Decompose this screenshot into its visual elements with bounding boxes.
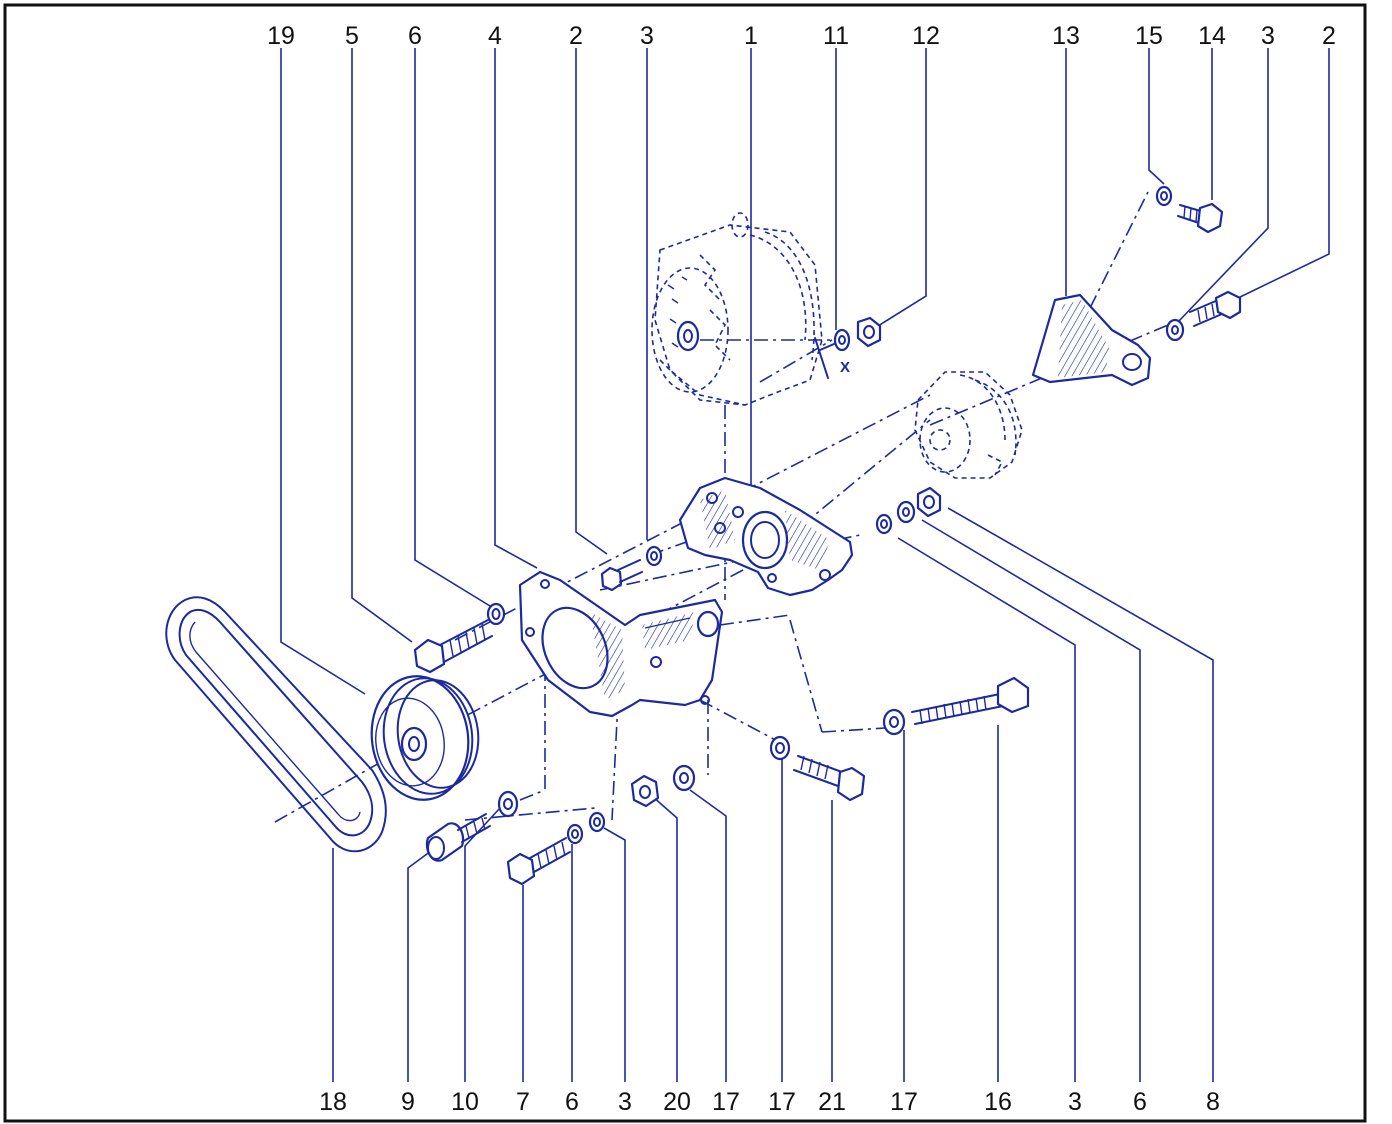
callout-21: 21 [818,1088,846,1116]
diagram-frame [3,3,1367,1123]
washer-6-left [486,602,506,626]
washer-3-right [1165,318,1185,342]
bolt-14 [1177,202,1224,234]
nut-8 [916,486,942,518]
callout-18: 18 [319,1088,347,1116]
callout-2: 2 [569,22,583,50]
nut-20 [630,774,660,808]
mounting-bracket [518,570,724,718]
callout-14: 14 [1198,22,1226,50]
callout-4: 4 [488,22,502,50]
support-bracket-13 [1031,293,1152,387]
bolt-21 [793,755,866,802]
bolt-7 [506,837,571,886]
washer-6-mid-right [896,500,916,524]
washer-3-bottom [588,811,606,833]
callout-7: 7 [516,1088,530,1116]
callout-15: 15 [1135,22,1163,50]
callout-3-top-right: 3 [1261,22,1275,50]
bolt-5 [413,619,493,674]
washer-17-middle [769,735,791,761]
callout-6: 6 [408,22,422,50]
callout-6-bottom: 6 [565,1088,579,1116]
callout-17-c: 17 [890,1088,918,1116]
washer-11 [833,328,851,352]
washer-15 [1155,185,1173,207]
callout-2-top-right: 2 [1322,22,1336,50]
callout-10: 10 [451,1088,479,1116]
callout-3-bottom-right: 3 [1068,1088,1082,1116]
callout-3-bottom: 3 [618,1088,632,1116]
washer-10 [497,790,519,818]
callout-16: 16 [984,1088,1012,1116]
callout-5: 5 [345,22,359,50]
callout-13: 13 [1052,22,1080,50]
callouts-bottom: 18 9 10 7 6 3 20 17 17 21 17 16 3 6 8 [319,1088,1220,1116]
callout-11: 11 [823,22,849,50]
callout-1: 1 [744,22,758,50]
callout-9: 9 [401,1088,415,1116]
washer-3-mid-right [875,513,893,535]
washer-17-right [882,708,906,736]
callout-3: 3 [640,22,654,50]
washer-3-middle [645,545,663,567]
callout-19: 19 [267,22,295,50]
washer-17-bottom [672,764,696,792]
leader-lines-bottom [332,507,1214,1082]
callout-17-a: 17 [712,1088,740,1116]
nut-12 [856,316,882,348]
callout-6-bottom-right: 6 [1133,1088,1147,1116]
bolt-2-middle [600,559,643,592]
crank-pulley [370,675,480,801]
callout-17-b: 17 [768,1088,796,1116]
marker-label: X [840,359,850,376]
adjustment-marker: X [814,337,850,379]
alternator [651,212,832,406]
leader-lines-top [280,48,1330,695]
callout-8: 8 [1206,1088,1220,1116]
alternator-bracket [678,476,854,597]
callouts-top: 19 5 6 4 2 3 1 11 12 13 15 14 3 2 [267,22,1336,50]
bolt-16 [911,676,1030,725]
washer-6-bottom [566,823,584,845]
callout-20: 20 [663,1088,691,1116]
callout-12: 12 [912,22,940,50]
vacuum-pump [914,371,1023,479]
bushing-9 [425,813,491,862]
v-belt [165,596,387,853]
bolt-2-right [1189,290,1242,327]
